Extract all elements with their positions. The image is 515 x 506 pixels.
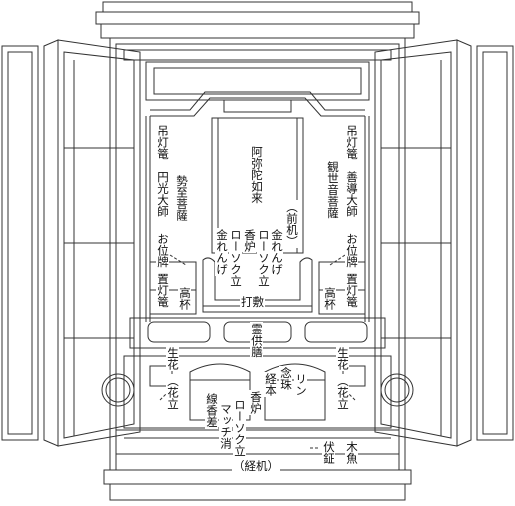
label-kyohon: 経本	[264, 372, 278, 397]
crown	[95, 1, 420, 39]
label-tsuritoro-right: 吊灯篭	[345, 124, 359, 161]
label-okitoro-left: 置灯篭	[156, 272, 170, 309]
label-oihai-right: お位牌	[345, 232, 359, 269]
label-seika-left: 生花	[166, 346, 180, 371]
label-takatsuki-left: 高杯	[178, 286, 192, 311]
label-amida-nyorai: 阿弥陀如来	[250, 145, 264, 205]
label-koro-lower: 香炉	[249, 390, 263, 415]
label-matchi-keshi: マッチ消	[219, 402, 233, 450]
label-mokugyo: 木魚	[345, 440, 359, 465]
label-kyozukue: （経机）	[232, 459, 280, 473]
altar-roof	[145, 61, 370, 117]
label-oihai-left: お位牌	[156, 232, 170, 269]
left-inner-door	[43, 39, 141, 447]
cabinet-frame	[109, 38, 406, 470]
label-senko-sashi: 線香差	[205, 392, 219, 429]
label-rosokutate-inner-2: ローソク立	[229, 228, 243, 288]
right-outer-door	[476, 45, 514, 441]
label-reigu-zen: 霊供膳	[250, 322, 264, 359]
label-zendo-daishi: 善導大師	[345, 170, 359, 218]
left-outer-door	[1, 45, 39, 441]
label-takatsuki-right: 高杯	[323, 286, 337, 311]
label-seika-right: 生花	[336, 346, 350, 371]
label-okitoro-right: 置灯篭	[345, 272, 359, 309]
label-rosokutate-lower: ローソク立	[233, 398, 247, 458]
label-fusei: 伏鉦	[322, 440, 336, 465]
label-maezukue: （前机）	[285, 200, 299, 248]
label-kadate-left: （花立	[166, 374, 180, 411]
label-kadate-right: （花立	[336, 374, 350, 411]
label-kannon-bosatsu: 観世音菩薩	[326, 160, 340, 220]
label-rosokutate-inner: ローソク立	[257, 228, 271, 288]
label-uchishiki: 打敷	[240, 295, 265, 309]
label-enko-daishi: 円光大師	[156, 170, 170, 218]
label-seishi-bosatsu: 勢至菩薩	[175, 174, 189, 222]
label-kinrenge-outer: 金れんげ	[215, 228, 229, 276]
label-juzu: 念珠	[279, 366, 293, 391]
label-koro-inner: 香炉	[243, 228, 257, 253]
label-tsuritoro-left: 吊灯篭	[156, 124, 170, 161]
label-rin: リン	[294, 372, 308, 397]
label-kinrenge-inner: 金れんげ	[270, 228, 284, 276]
right-inner-door	[374, 39, 472, 447]
